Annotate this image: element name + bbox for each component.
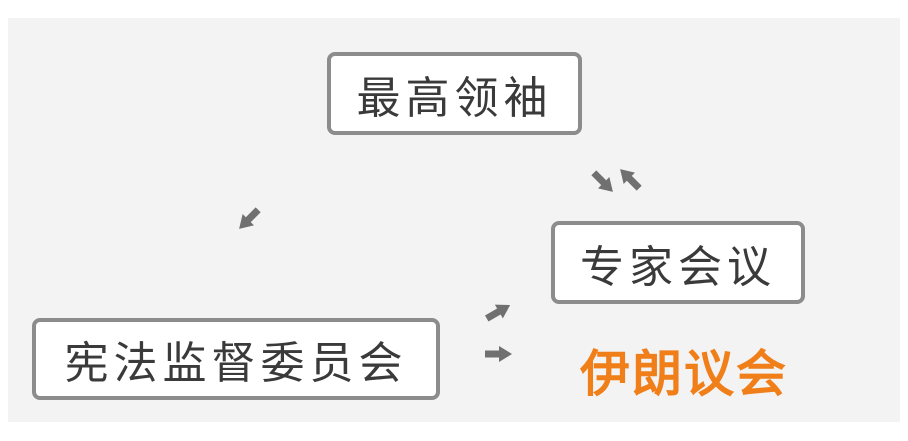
- node-iranian-parliament-label: 伊朗议会: [580, 345, 788, 403]
- node-iranian-parliament: 伊朗议会: [580, 336, 802, 404]
- arrow-experts-to-leader-icon: [614, 163, 645, 194]
- node-assembly-of-experts: 专家会议: [551, 221, 805, 304]
- arrow-leader-to-experts-icon: [588, 167, 619, 198]
- node-assembly-of-experts-label: 专家会议: [580, 241, 776, 293]
- node-guardian-council-label: 宪法监督委员会: [64, 338, 408, 389]
- node-supreme-leader-label: 最高领袖: [356, 72, 553, 124]
- arrow-guardian-to-experts-icon: [482, 298, 515, 326]
- arrow-guardian-to-parliament-icon: [485, 346, 512, 362]
- node-supreme-leader: 最高领袖: [327, 52, 582, 135]
- arrow-leader-to-guardian-icon: [233, 204, 264, 235]
- node-guardian-council: 宪法监督委员会: [32, 318, 440, 400]
